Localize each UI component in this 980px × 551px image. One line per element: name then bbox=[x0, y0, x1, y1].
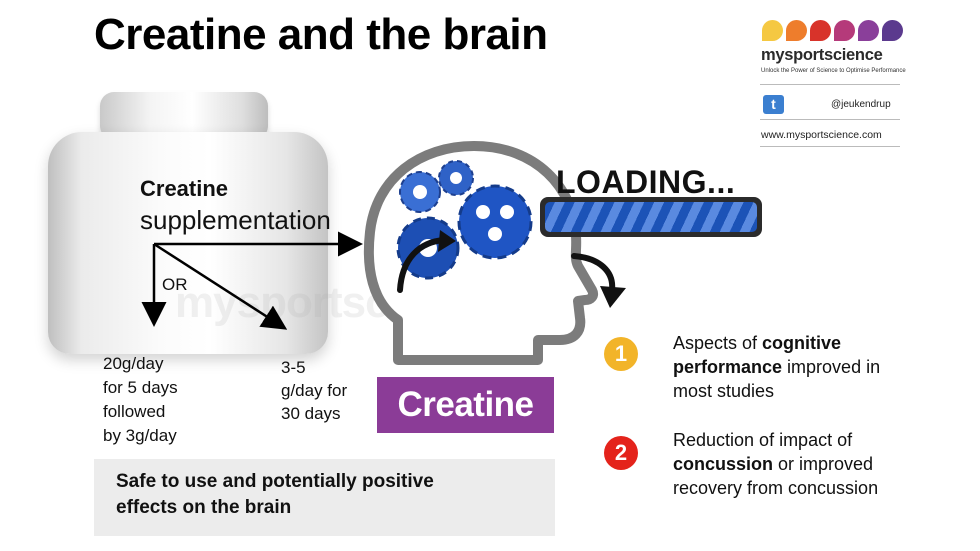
point-text: Reduction of impact of bbox=[673, 430, 853, 450]
logo-dot bbox=[762, 20, 783, 41]
point-bold: concussion bbox=[673, 454, 774, 474]
logo-dot bbox=[834, 20, 855, 41]
twitter-icon[interactable]: t bbox=[763, 95, 784, 114]
option-line: followed bbox=[103, 402, 166, 421]
divider bbox=[760, 84, 900, 85]
logo-dot bbox=[882, 20, 903, 41]
logo-dot bbox=[810, 20, 831, 41]
website-link[interactable]: www.mysportscience.com bbox=[761, 129, 882, 141]
number-badge-2: 2 bbox=[604, 436, 638, 470]
option-line: 3-5 bbox=[281, 358, 306, 377]
brand-tagline: Unlock the Power of Science to Optimise … bbox=[761, 68, 906, 74]
divider bbox=[760, 119, 900, 120]
page-title: Creatine and the brain bbox=[94, 10, 548, 59]
loading-text: LOADING... bbox=[556, 164, 736, 200]
divider bbox=[760, 146, 900, 147]
or-label: OR bbox=[162, 275, 188, 294]
point-text: improved in most studies bbox=[673, 357, 881, 401]
logo-dot bbox=[858, 20, 879, 41]
brand-name: mysportscience bbox=[761, 46, 883, 64]
point-text: or improved recovery from concussion bbox=[673, 454, 879, 498]
logo-dot bbox=[786, 20, 807, 41]
loading-bar-fill bbox=[545, 202, 757, 232]
point-2: Reduction of impact of concussion or imp… bbox=[673, 428, 913, 500]
option-line: g/day for bbox=[281, 381, 348, 400]
twitter-handle[interactable]: @jeukendrup bbox=[831, 99, 891, 110]
point-1: Aspects of cognitive performance improve… bbox=[673, 331, 913, 403]
curved-arrow-icon bbox=[571, 253, 616, 293]
option-line: for 5 days bbox=[103, 378, 178, 397]
jar-label-bold: Creatine bbox=[140, 176, 229, 201]
option-daily-protocol: 3-5 g/day for 30 days bbox=[281, 356, 347, 425]
summary-line: Safe to use and potentially positive bbox=[116, 471, 434, 492]
brand-block: mysportscience Unlock the Power of Scien… bbox=[758, 18, 906, 150]
gears-icon bbox=[396, 160, 533, 280]
brand-logo-dots bbox=[762, 20, 903, 41]
summary-box: Safe to use and potentially positive eff… bbox=[94, 459, 555, 536]
option-line: 20g/day bbox=[103, 354, 164, 373]
option-line: by 3g/day bbox=[103, 426, 177, 445]
summary-text: Safe to use and potentially positive eff… bbox=[116, 469, 536, 521]
summary-line: effects on the brain bbox=[116, 497, 292, 518]
watermark: mysportscience bbox=[175, 278, 497, 327]
point-bold: cognitive performance bbox=[673, 333, 842, 377]
point-text: Aspects of bbox=[673, 333, 763, 353]
option-line: 30 days bbox=[281, 404, 341, 423]
number-badge-1: 1 bbox=[604, 337, 638, 371]
loading-bar bbox=[540, 197, 762, 237]
option-loading-protocol: 20g/day for 5 days followed by 3g/day bbox=[103, 352, 178, 448]
jar-label-rest: supplementation bbox=[140, 205, 331, 235]
creatine-label: Creatine bbox=[377, 377, 554, 433]
